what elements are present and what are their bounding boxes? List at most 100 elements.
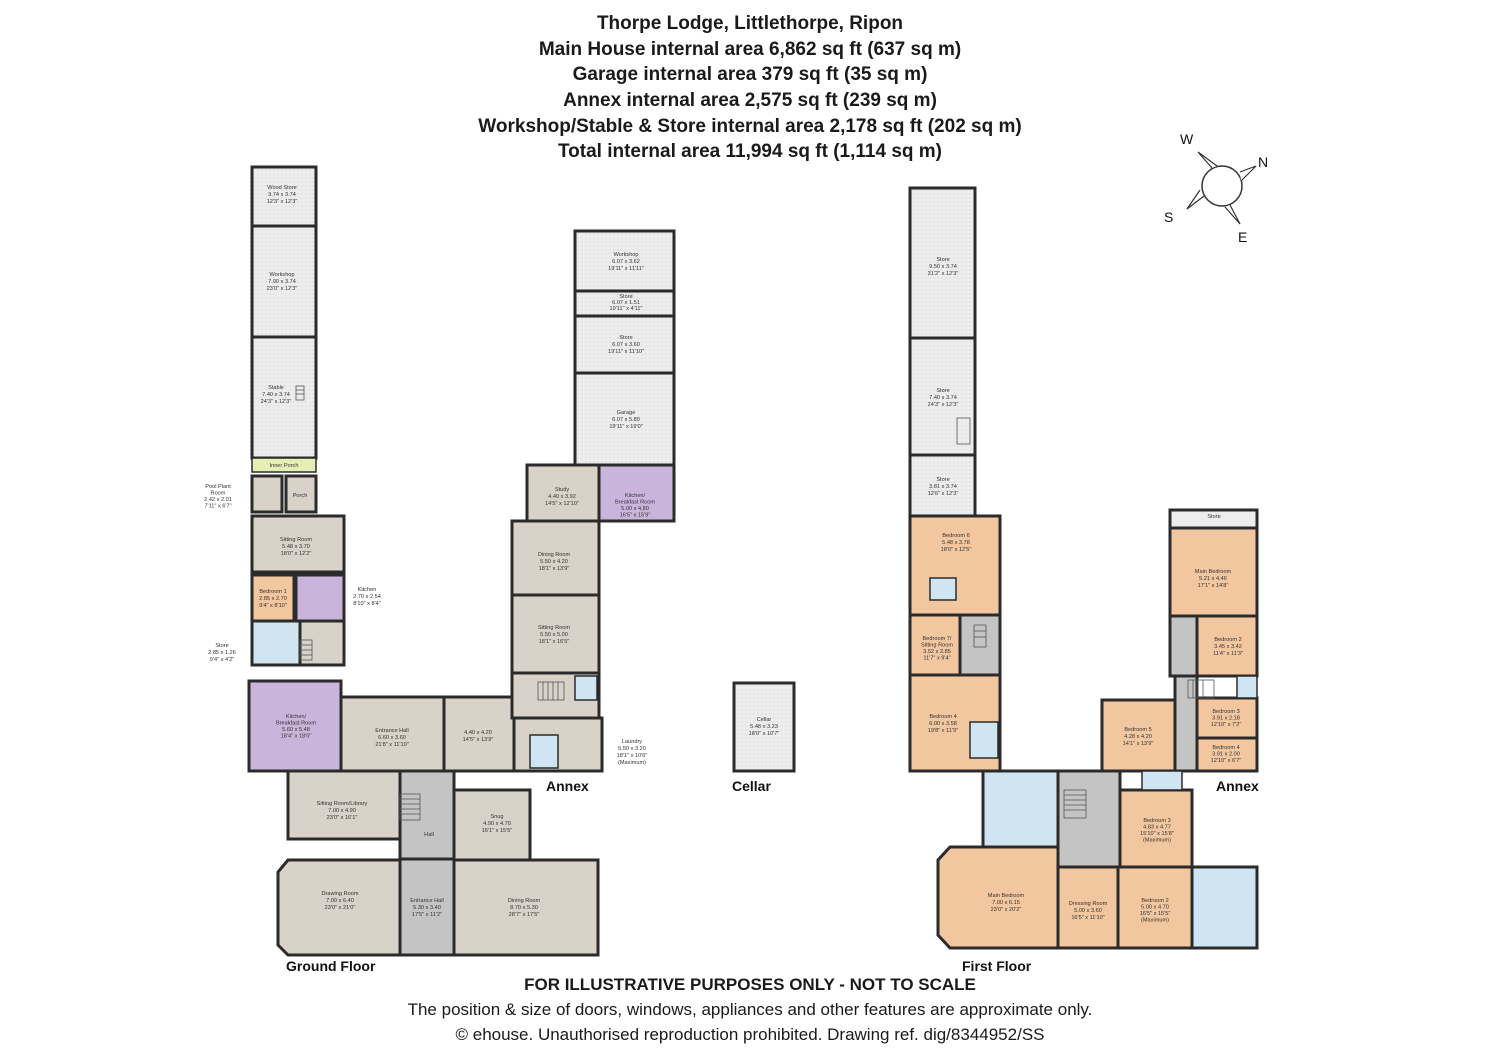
room-dressing-room-name: Dressing Room [1069,901,1108,907]
room-main-bedroom-name: Main Bedroom [988,893,1025,899]
room-annex-bedroom2-name: Bedroom 2 [1214,637,1241,643]
kitchen-breakfast-right-fill [597,463,676,523]
room-workshop-right-name: Workshop [613,252,638,258]
room-store-small-name: Store [619,294,632,300]
room-store-right-name: Store [619,335,632,341]
room-porch-name: Porch [293,493,308,499]
cellar-outline [732,681,796,773]
copyright-text: © ehouse. Unauthorised reproduction proh… [455,1025,1045,1044]
room-sitting-room-right-name: Sitting Room [538,625,570,631]
room-drawing-room-name: Drawing Room [322,891,359,897]
inner-porch-zone [251,457,317,473]
room-annex-bedroom5-name: Bedroom 5 [1124,727,1151,733]
room-kitchen-breakfast-name: Kitchen/ [286,714,307,720]
first-left-wing [908,514,1002,773]
room-workshop-name: Workshop [269,272,294,278]
plan-title: Thorpe Lodge, Littlethorpe, Ripon [596,13,904,34]
room-bedroom2-main-name: Bedroom 2 [1141,898,1168,904]
first-floor-label: First Floor [962,958,1032,974]
room-study-name: Study [555,487,570,493]
room-garage-name: Garage [617,410,636,416]
disclaimer-text: FOR ILLUSTRATIVE PURPOSES ONLY - NOT TO … [524,975,976,994]
cellar-label: Cellar [732,778,771,794]
room-hall-name: Hall [424,832,434,838]
compass-e: E [1238,229,1247,245]
compass-icon: W N S E [1164,131,1268,245]
room-stable-name: Stable [268,385,284,391]
room-wood-store-name: Wood Store [267,185,296,191]
room-annex-bedroom3-name: Bedroom 3 [1212,709,1239,715]
room-entrance-hall-upper-name: Entrance Hall [375,728,409,734]
room-kitchen-breakfast-right-name: Kitchen/ [625,493,646,499]
area-line-total: Total internal area 11,994 sq ft (1,114 … [557,141,943,162]
left-outbuilding [250,165,318,473]
room-cellar-name: Cellar [757,717,772,723]
room-annex-store-name: Store [215,643,228,649]
right-outbuilding [573,229,676,467]
ground-floor-label: Ground Floor [286,958,376,974]
room-entrance-hall-lower-name: Entrance Hall [410,898,444,904]
approximation-note: The position & size of doors, windows, a… [407,1000,1093,1019]
annex-left-block [247,474,346,773]
room-annex-store-first-name: Store [1207,514,1220,520]
room-store-top-name: Store [936,257,949,263]
svg-text:Bedroom 12.85 x 2.709'4" x 8'1: Bedroom 12.85 x 2.709'4" x 8'10" [259,589,287,609]
ground-stairs [295,385,565,821]
first-stairs [973,624,1215,819]
main-house-right-wing [510,463,676,720]
compass-n: N [1258,154,1268,170]
room-sitting-library-name: Sitting Room/Library [317,801,368,807]
area-line-main-house: Main House internal area 6,862 sq ft (63… [538,39,962,60]
room-440-dimensions: 4.40 x 4.20 [464,730,492,736]
annex-ground-label: Annex [546,778,589,794]
first-store-building [908,186,977,518]
room-annex-kitchen-name: Kitchen [358,587,377,593]
room-bedroom3-main-name: Bedroom 3 [1143,818,1170,824]
area-line-workshop: Workshop/Stable & Store internal area 2,… [478,116,1022,137]
first-main-house [936,769,1259,950]
compass-s: S [1164,209,1173,225]
first-annex-wing [1100,508,1259,773]
room-annex-bedroom4-name: Bedroom 4 [1212,745,1239,751]
room-bedroom4-left-name: Bedroom 4 [929,714,956,720]
annex-first-label: Annex [1216,778,1259,794]
room-annex-sitting-name: Sitting Room [280,537,312,543]
room-annex-main-bedroom-name: Main Bedroom [1195,569,1232,575]
room-store-low-name: Store [936,477,949,483]
room-annex-bedroom1-name: Bedroom 1 [259,589,286,595]
